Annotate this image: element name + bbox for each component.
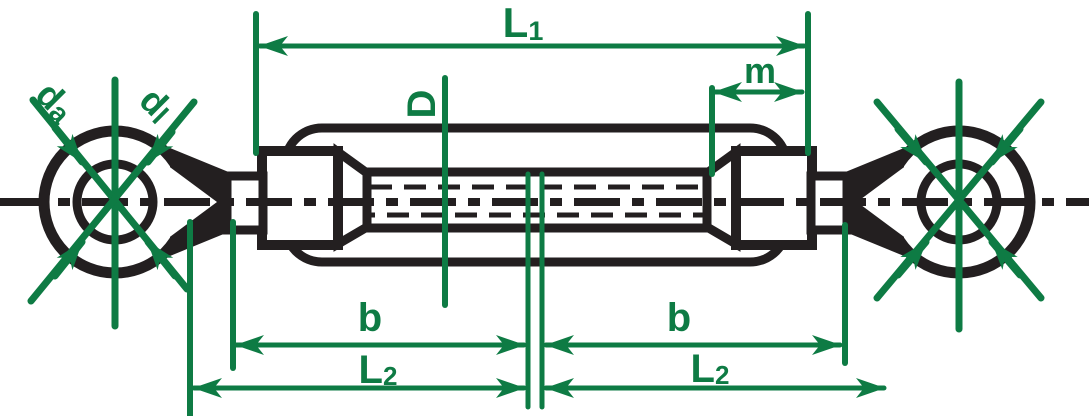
left-eye-arrow-upper-right xyxy=(144,128,176,166)
right-eye-arrow-upper-right xyxy=(988,125,1024,166)
l2-left-label: L2 xyxy=(359,348,398,392)
dimension-b-right: b xyxy=(543,222,848,366)
right-eye-diameter-callouts xyxy=(873,78,1045,333)
d-label: D xyxy=(400,90,444,119)
right-eye-arrow-lower-right xyxy=(988,238,1024,279)
b-left-label: b xyxy=(358,296,382,340)
l2-right-label: L2 xyxy=(691,347,730,391)
threaded-rod xyxy=(363,167,711,233)
dimension-d: D xyxy=(400,75,448,308)
right-eye-arrow-upper-left xyxy=(894,125,930,166)
dimension-l2-right: L2 xyxy=(543,347,887,398)
dimension-l2-left: L2 xyxy=(187,219,527,416)
l1-label: L1 xyxy=(503,0,544,46)
da-label: da xyxy=(27,73,84,130)
left-eye-arrow-lower-left xyxy=(51,238,86,280)
dimension-b-left: b xyxy=(230,219,527,371)
dimension-l1: L1 xyxy=(253,0,811,156)
b-right-label: b xyxy=(667,296,691,340)
m-label: m xyxy=(744,50,776,91)
turnbuckle-drawing xyxy=(0,123,1089,279)
left-eye-arrow-lower-right xyxy=(144,238,179,280)
left-eye-arrow-upper-left xyxy=(51,124,86,166)
dimension-m: m xyxy=(709,50,805,177)
dimension-annotations: L1 m D b L2 b xyxy=(27,0,1045,416)
right-eye-arrow-lower-left xyxy=(894,238,930,279)
